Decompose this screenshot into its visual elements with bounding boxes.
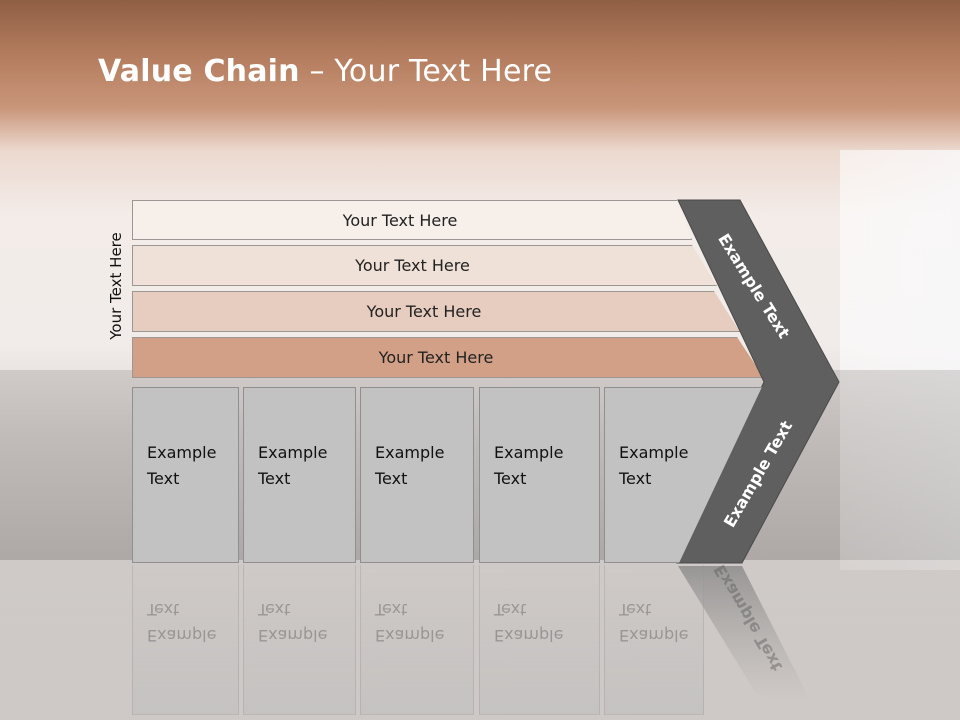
reflection-line-2: Text — [494, 600, 527, 619]
box-line-1: Example — [258, 443, 328, 462]
reflection-line-2: Text — [258, 600, 291, 619]
reflection-line-1: Example — [375, 626, 445, 645]
reflection-line-1: Example — [619, 626, 689, 645]
chevron-reflection — [678, 566, 810, 700]
chain-bar-label: Your Text Here — [355, 256, 470, 275]
reflection-line-1: Example — [147, 626, 217, 645]
box-line-1: Example — [619, 443, 689, 462]
box-reflection-1: Example Text — [132, 565, 239, 715]
box-line-2: Text — [258, 469, 291, 488]
box-reflection-3: Example Text — [360, 565, 474, 715]
box-line-2: Text — [375, 469, 408, 488]
chevron-shape — [676, 199, 840, 564]
reflection-line-2: Text — [147, 600, 180, 619]
box-reflection-4: Example Text — [479, 565, 600, 715]
chain-bar-label: Your Text Here — [378, 348, 494, 367]
reflection-line-2: Text — [375, 600, 408, 619]
box-line-2: Text — [147, 469, 180, 488]
reflection-line-2: Text — [619, 600, 652, 619]
box-line-2: Text — [494, 469, 527, 488]
box-line-2: Text — [619, 469, 652, 488]
reflection-line-1: Example — [494, 626, 564, 645]
slide-title[interactable]: Value Chain – Your Text Here — [98, 54, 552, 89]
chain-bar-4[interactable]: Your Text Here — [132, 337, 764, 378]
box-reflection-2: Example Text — [243, 565, 356, 715]
box-line-1: Example — [375, 443, 445, 462]
box-reflection-5: Example Text — [604, 565, 704, 715]
box-line-1: Example — [147, 443, 217, 462]
chain-bar-label: Your Text Here — [366, 302, 482, 321]
title-rest: – Your Text Here — [299, 54, 553, 89]
chain-bar-3[interactable]: Your Text Here — [132, 291, 740, 332]
reflection-line-1: Example — [258, 626, 328, 645]
chain-bar-1[interactable]: Your Text Here — [132, 200, 692, 240]
chain-bar-label: Your Text Here — [342, 210, 458, 230]
box-line-1: Example — [494, 443, 564, 462]
chain-bar-2[interactable]: Your Text Here — [132, 245, 717, 286]
background-window — [840, 150, 960, 570]
title-bold: Value Chain — [98, 54, 300, 89]
